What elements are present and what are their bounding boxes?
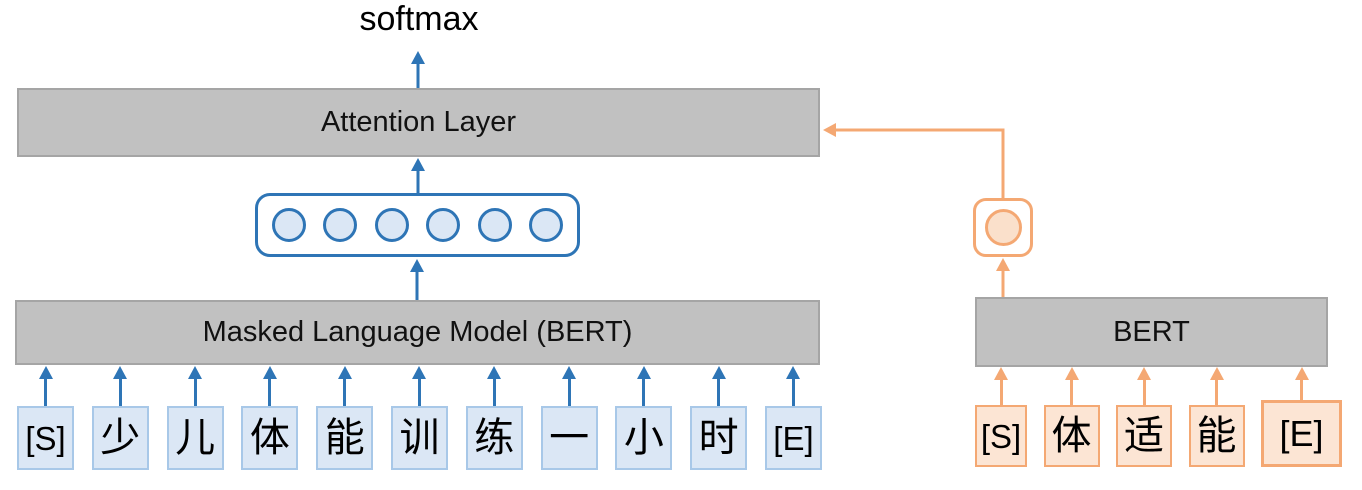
token-box: [S]	[17, 406, 74, 470]
embedding-row	[255, 193, 580, 257]
arrow-shaft	[343, 379, 347, 406]
token-cell: [E]	[764, 366, 822, 470]
token-cell: 练	[465, 366, 523, 470]
arrowhead-icon	[994, 367, 1008, 380]
token-input-arrow	[994, 367, 1008, 405]
token-box: 体	[1043, 405, 1100, 467]
token-box: 时	[690, 406, 748, 470]
token-cell: 儿	[166, 366, 224, 470]
arrow-shaft	[268, 379, 272, 406]
token-input-arrow	[412, 366, 427, 406]
arrowhead-icon	[38, 366, 53, 379]
token-box: 能	[316, 406, 374, 470]
token-input-arrow	[487, 366, 502, 406]
softmax-label: softmax	[359, 0, 479, 38]
sentence-vector-box	[973, 198, 1033, 257]
attention-layer-label: Attention Layer	[320, 106, 517, 138]
token-input-arrow	[113, 366, 128, 406]
token-cell: 少	[91, 366, 149, 470]
arrow-shaft	[717, 379, 721, 406]
embedding-circle	[323, 208, 358, 242]
token-box: 体	[241, 406, 299, 470]
token-cell: 小	[615, 366, 673, 470]
token-cell: 一	[540, 366, 598, 470]
token-input-arrow	[786, 366, 801, 406]
left-token-row: [S] 少儿体能训练一小时 [E]	[17, 366, 822, 470]
masked-lm-label: Masked Language Model (BERT)	[202, 316, 633, 348]
token-cell: [S]	[975, 367, 1027, 467]
arrow-shaft	[1142, 380, 1146, 405]
arrow-shaft	[118, 379, 122, 406]
token-input-arrow	[337, 366, 352, 406]
arrowhead-icon	[487, 366, 502, 379]
token-cell: 能	[1188, 367, 1245, 467]
arrow-shaft	[1300, 380, 1303, 400]
token-cell: 训	[390, 366, 448, 470]
token-input-arrow	[1209, 367, 1224, 405]
arrowhead-icon	[337, 366, 352, 379]
token-cell: [E]	[1261, 367, 1342, 467]
token-cell: 时	[690, 366, 748, 470]
token-input-arrow	[188, 366, 203, 406]
arrowhead-icon	[113, 366, 128, 379]
token-box: 适	[1116, 405, 1172, 467]
embedding-circle	[272, 208, 306, 242]
token-input-arrow	[562, 366, 577, 406]
right-token-row: [S] 体适能 [E]	[975, 367, 1342, 467]
token-cell: [S]	[17, 366, 74, 470]
token-input-arrow	[1064, 367, 1079, 405]
arrowhead-icon	[1137, 367, 1151, 380]
token-cell: 体	[241, 366, 299, 470]
token-input-arrow	[38, 366, 53, 406]
arrowhead-icon	[562, 366, 577, 379]
arrow-shaft	[642, 379, 646, 406]
embedding-circle	[374, 208, 409, 242]
token-box: [S]	[975, 405, 1027, 467]
embedding-circle	[528, 208, 563, 242]
bert-box: BERT	[975, 297, 1328, 367]
vector-to-attention-arrow	[823, 123, 1005, 198]
arrowhead-icon	[786, 366, 801, 379]
arrow-shaft	[44, 379, 47, 406]
arrowhead-icon	[711, 366, 726, 379]
token-cell: 能	[316, 366, 374, 470]
arrow-shaft	[193, 379, 197, 406]
arrowhead-icon	[412, 366, 427, 379]
token-input-arrow	[1137, 367, 1151, 405]
token-cell: 体	[1043, 367, 1100, 467]
arrowhead-icon	[1209, 367, 1224, 380]
arrow-shaft	[1070, 380, 1073, 405]
arrowhead-icon	[1064, 367, 1079, 380]
arrowhead-icon	[636, 366, 651, 379]
token-box: [E]	[1261, 400, 1342, 467]
token-box: 小	[615, 406, 673, 470]
token-cell: 适	[1116, 367, 1172, 467]
embedding-circle	[477, 208, 512, 242]
token-box: 少	[91, 406, 149, 470]
token-box: 训	[390, 406, 448, 470]
token-box: 练	[465, 406, 523, 470]
sentence-vector-circle	[984, 209, 1022, 246]
arrow-shaft	[791, 379, 795, 406]
arrowhead-icon	[262, 366, 277, 379]
arrow-shaft	[1215, 380, 1218, 405]
bert-label: BERT	[1113, 315, 1190, 348]
token-box: 一	[540, 406, 598, 470]
token-box: 能	[1188, 405, 1245, 467]
arrow-shaft	[417, 379, 421, 406]
token-input-arrow	[711, 366, 726, 406]
arrowhead-icon	[188, 366, 203, 379]
token-box: [E]	[764, 406, 822, 470]
token-input-arrow	[262, 366, 277, 406]
token-input-arrow	[1294, 367, 1309, 400]
masked-lm-box: Masked Language Model (BERT)	[15, 300, 820, 365]
arrowhead-icon	[1294, 367, 1309, 380]
token-input-arrow	[636, 366, 651, 406]
arrow-shaft	[492, 379, 496, 406]
token-box: 儿	[166, 406, 224, 470]
arrow-shaft	[999, 380, 1003, 405]
arrow-shaft	[567, 379, 571, 406]
embedding-circle	[426, 208, 461, 242]
attention-layer-box: Attention Layer	[17, 88, 820, 157]
